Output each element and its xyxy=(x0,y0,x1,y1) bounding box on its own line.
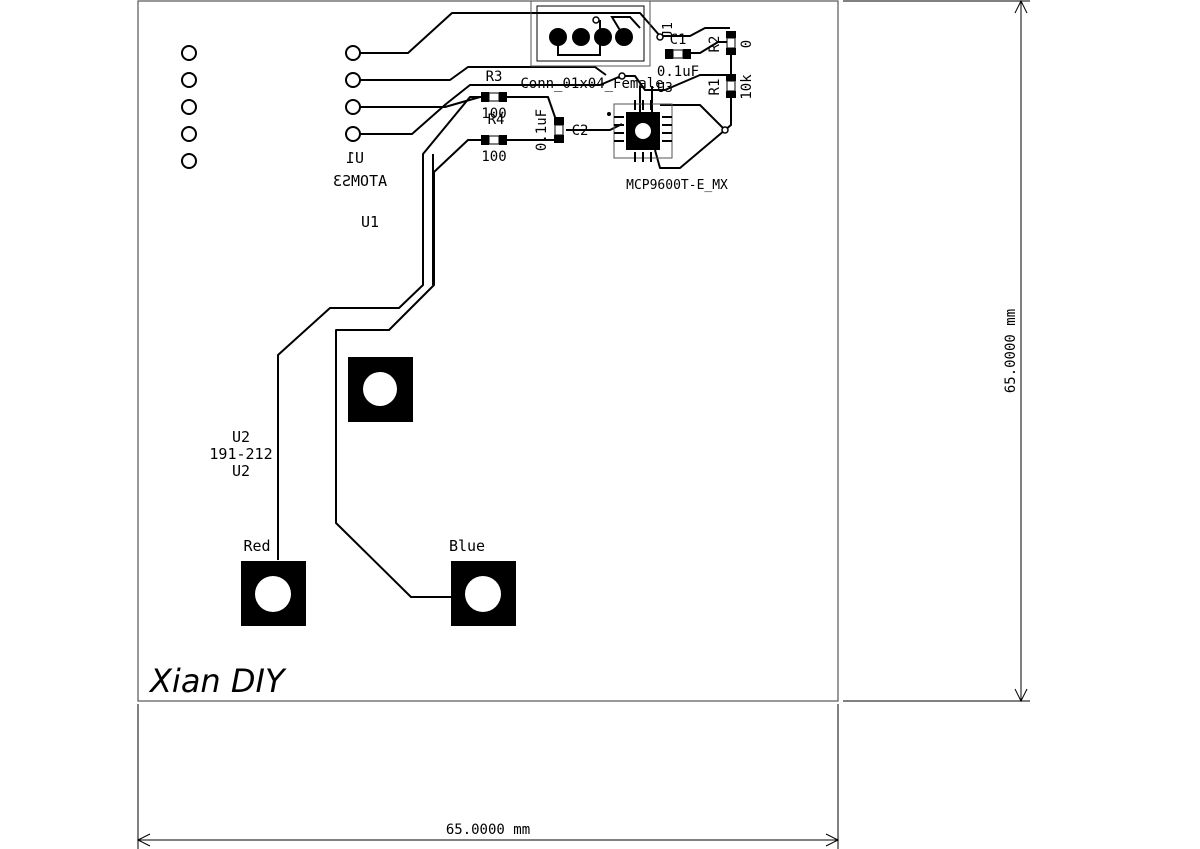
smd-pad xyxy=(481,92,489,102)
through-hole xyxy=(181,72,197,88)
r3-resistor xyxy=(481,92,507,102)
r1-resistor xyxy=(726,74,736,98)
trace xyxy=(360,66,607,81)
pad-blue xyxy=(451,561,516,626)
c2-ref: C2 xyxy=(572,123,589,139)
smd-pad xyxy=(554,117,564,125)
r3-ref: R3 xyxy=(486,69,503,85)
c1-capacitor xyxy=(656,33,691,59)
ic-center xyxy=(635,123,651,139)
brand-text: Xian DIY xyxy=(148,662,287,700)
j1-pad-2 xyxy=(572,28,590,46)
smd-pad xyxy=(726,91,736,98)
ic-ref: U3 xyxy=(657,81,673,96)
trace xyxy=(557,20,601,56)
trace xyxy=(277,96,484,560)
u1-right-header xyxy=(345,45,361,142)
r4-ref: R4 xyxy=(488,112,505,128)
j1-value: Conn_01x04_Female xyxy=(520,76,663,92)
c1-value: 0.1uF xyxy=(657,64,699,80)
component-body xyxy=(488,92,500,102)
pad-red xyxy=(241,561,306,626)
j1-pad-3 xyxy=(594,28,612,46)
r2-resistor xyxy=(726,31,736,55)
j1-body xyxy=(536,5,645,62)
trace xyxy=(610,16,641,38)
via xyxy=(721,126,729,134)
width-dimension-label: 65.0000 mm xyxy=(446,822,530,838)
smd-pad xyxy=(726,74,736,81)
smd-pad xyxy=(683,49,691,59)
trace xyxy=(654,129,726,169)
through-hole xyxy=(345,99,361,115)
through-hole xyxy=(345,45,361,61)
r4-resistor xyxy=(481,135,507,145)
smd-pad xyxy=(499,135,507,145)
through-hole xyxy=(181,99,197,115)
pad-blue-label: Blue xyxy=(449,537,485,555)
u1-ref-mirrored: U1 xyxy=(346,149,364,167)
height-dimension xyxy=(843,0,1030,703)
pad-top xyxy=(348,357,413,422)
component-body xyxy=(726,80,736,92)
board-outline xyxy=(137,0,839,702)
trace xyxy=(622,74,731,91)
component-body xyxy=(554,124,564,136)
smd-pad xyxy=(665,49,673,59)
c2-value: 0.1uF xyxy=(534,109,550,151)
smd-pad xyxy=(499,92,507,102)
via xyxy=(592,16,600,24)
trace xyxy=(360,12,661,54)
c1-ref: C1 xyxy=(670,32,687,48)
r2-ref: R2 xyxy=(707,36,723,53)
trace xyxy=(660,27,730,37)
r3-value: 100 xyxy=(481,106,506,122)
u2-ref-top: U2 xyxy=(232,428,250,446)
smd-pad xyxy=(554,135,564,143)
through-hole xyxy=(345,126,361,142)
pin1-dot xyxy=(607,112,611,116)
smd-pad xyxy=(481,135,489,145)
j1-ref: J1 xyxy=(661,22,676,38)
mcp9600-ic xyxy=(607,72,729,162)
through-hole xyxy=(181,126,197,142)
smd-pad xyxy=(726,31,736,38)
u1-ref: U1 xyxy=(361,213,379,231)
height-dimension-label: 65.0000 mm xyxy=(1003,309,1019,393)
smd-pad xyxy=(726,48,736,55)
r1-ref: R1 xyxy=(707,79,723,96)
r2-value: 0 xyxy=(739,40,755,48)
component-body xyxy=(672,49,684,59)
through-hole xyxy=(345,72,361,88)
j1-outline xyxy=(530,0,651,67)
through-hole xyxy=(181,45,197,61)
c2-capacitor xyxy=(554,117,564,143)
ic-value: MCP9600T-E_MX xyxy=(626,178,728,193)
u2-ref-bottom: U2 xyxy=(232,462,250,480)
component-body xyxy=(726,37,736,49)
via xyxy=(656,33,664,41)
r4-value: 100 xyxy=(481,149,506,165)
trace xyxy=(502,96,557,121)
width-dimension xyxy=(136,704,840,849)
trace xyxy=(335,139,484,598)
u1-value-mirrored: ATOMS3 xyxy=(333,172,387,190)
via xyxy=(618,72,626,80)
through-hole xyxy=(181,153,197,169)
j1-connector xyxy=(530,0,651,67)
u1-left-header xyxy=(181,45,197,169)
pad-red-label: Red xyxy=(243,537,270,555)
r1-value: 10k xyxy=(739,74,755,100)
component-body xyxy=(488,135,500,145)
u2-value: 191-212 xyxy=(209,445,272,463)
trace xyxy=(360,75,622,135)
